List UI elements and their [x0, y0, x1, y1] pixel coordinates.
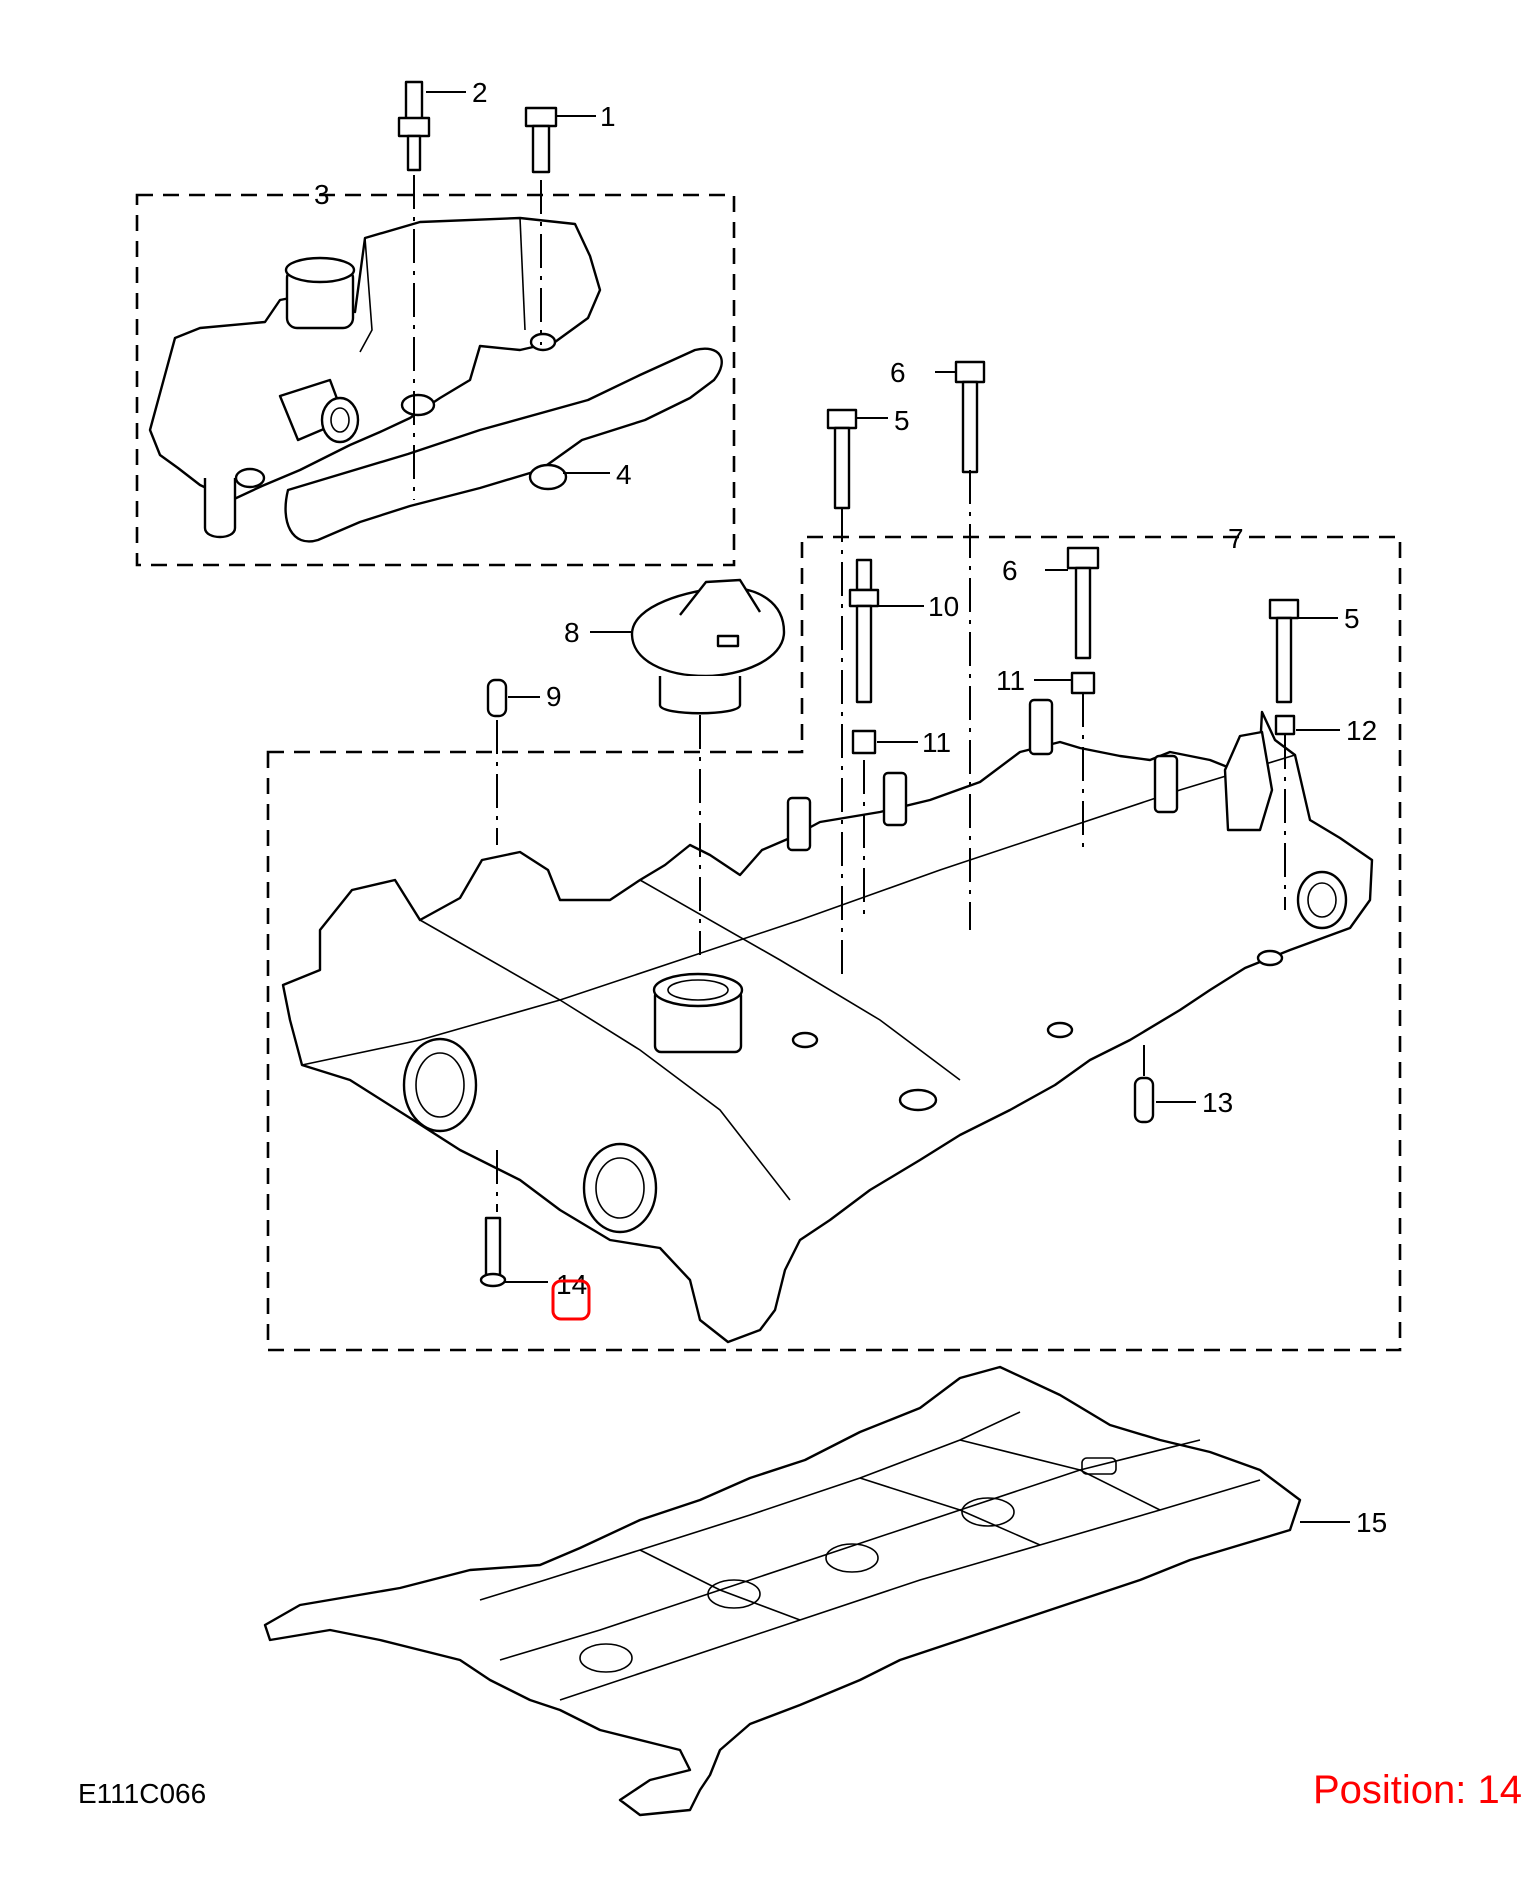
part-11-nut-lower	[851, 729, 877, 755]
part-4-seal-ring	[528, 463, 568, 491]
group-box-3	[135, 193, 736, 567]
part-15-gasket	[263, 1365, 1302, 1817]
part-12-washer	[1274, 714, 1296, 736]
callout-4[interactable]: 4	[616, 459, 632, 490]
callout-5-right[interactable]: 5	[1344, 603, 1360, 634]
callout-5-upper[interactable]: 5	[894, 405, 910, 436]
position-label: Position: 14	[1312, 1768, 1522, 1812]
part-7-camshaft-carrier	[281, 698, 1374, 1344]
callout-2[interactable]: 2	[472, 77, 488, 108]
callout-8[interactable]: 8	[564, 617, 580, 648]
part-4-separator-gasket	[284, 347, 723, 543]
part-5-bolt-upper	[826, 408, 858, 510]
part-8-oil-filler-cap	[630, 578, 786, 715]
callout-13[interactable]: 13	[1202, 1087, 1233, 1118]
part-6-bolt-inner	[1066, 546, 1100, 660]
callout-14[interactable]: 14	[556, 1269, 587, 1300]
part-6-bolt-upper	[954, 360, 986, 474]
drawing-code: E111C066	[78, 1778, 207, 1809]
part-11-nut-upper	[1070, 671, 1096, 695]
callout-10[interactable]: 10	[928, 591, 959, 622]
part-14-bolt	[479, 1216, 507, 1288]
selected-callout-highlight	[551, 1279, 591, 1321]
callout-6-inner[interactable]: 6	[1002, 555, 1018, 586]
part-10-stud	[848, 558, 880, 704]
callout-9[interactable]: 9	[546, 681, 562, 712]
callout-12[interactable]: 12	[1346, 715, 1377, 746]
part-2-bolt	[397, 80, 431, 172]
callout-7[interactable]: 7	[1228, 523, 1244, 554]
callout-6-upper[interactable]: 6	[890, 357, 906, 388]
callout-3[interactable]: 3	[314, 179, 330, 210]
callout-1[interactable]: 1	[600, 101, 616, 132]
part-9-dowel	[486, 678, 508, 718]
part-1-bolt	[524, 106, 558, 174]
callout-15[interactable]: 15	[1356, 1507, 1387, 1538]
group-box-7	[266, 535, 1402, 1352]
callout-11-lower[interactable]: 11	[922, 727, 951, 758]
part-5-bolt-right	[1268, 598, 1300, 704]
part-3-oil-separator	[148, 216, 602, 539]
callout-11-upper[interactable]: 11	[996, 665, 1025, 696]
part-13-dowel	[1133, 1076, 1155, 1124]
